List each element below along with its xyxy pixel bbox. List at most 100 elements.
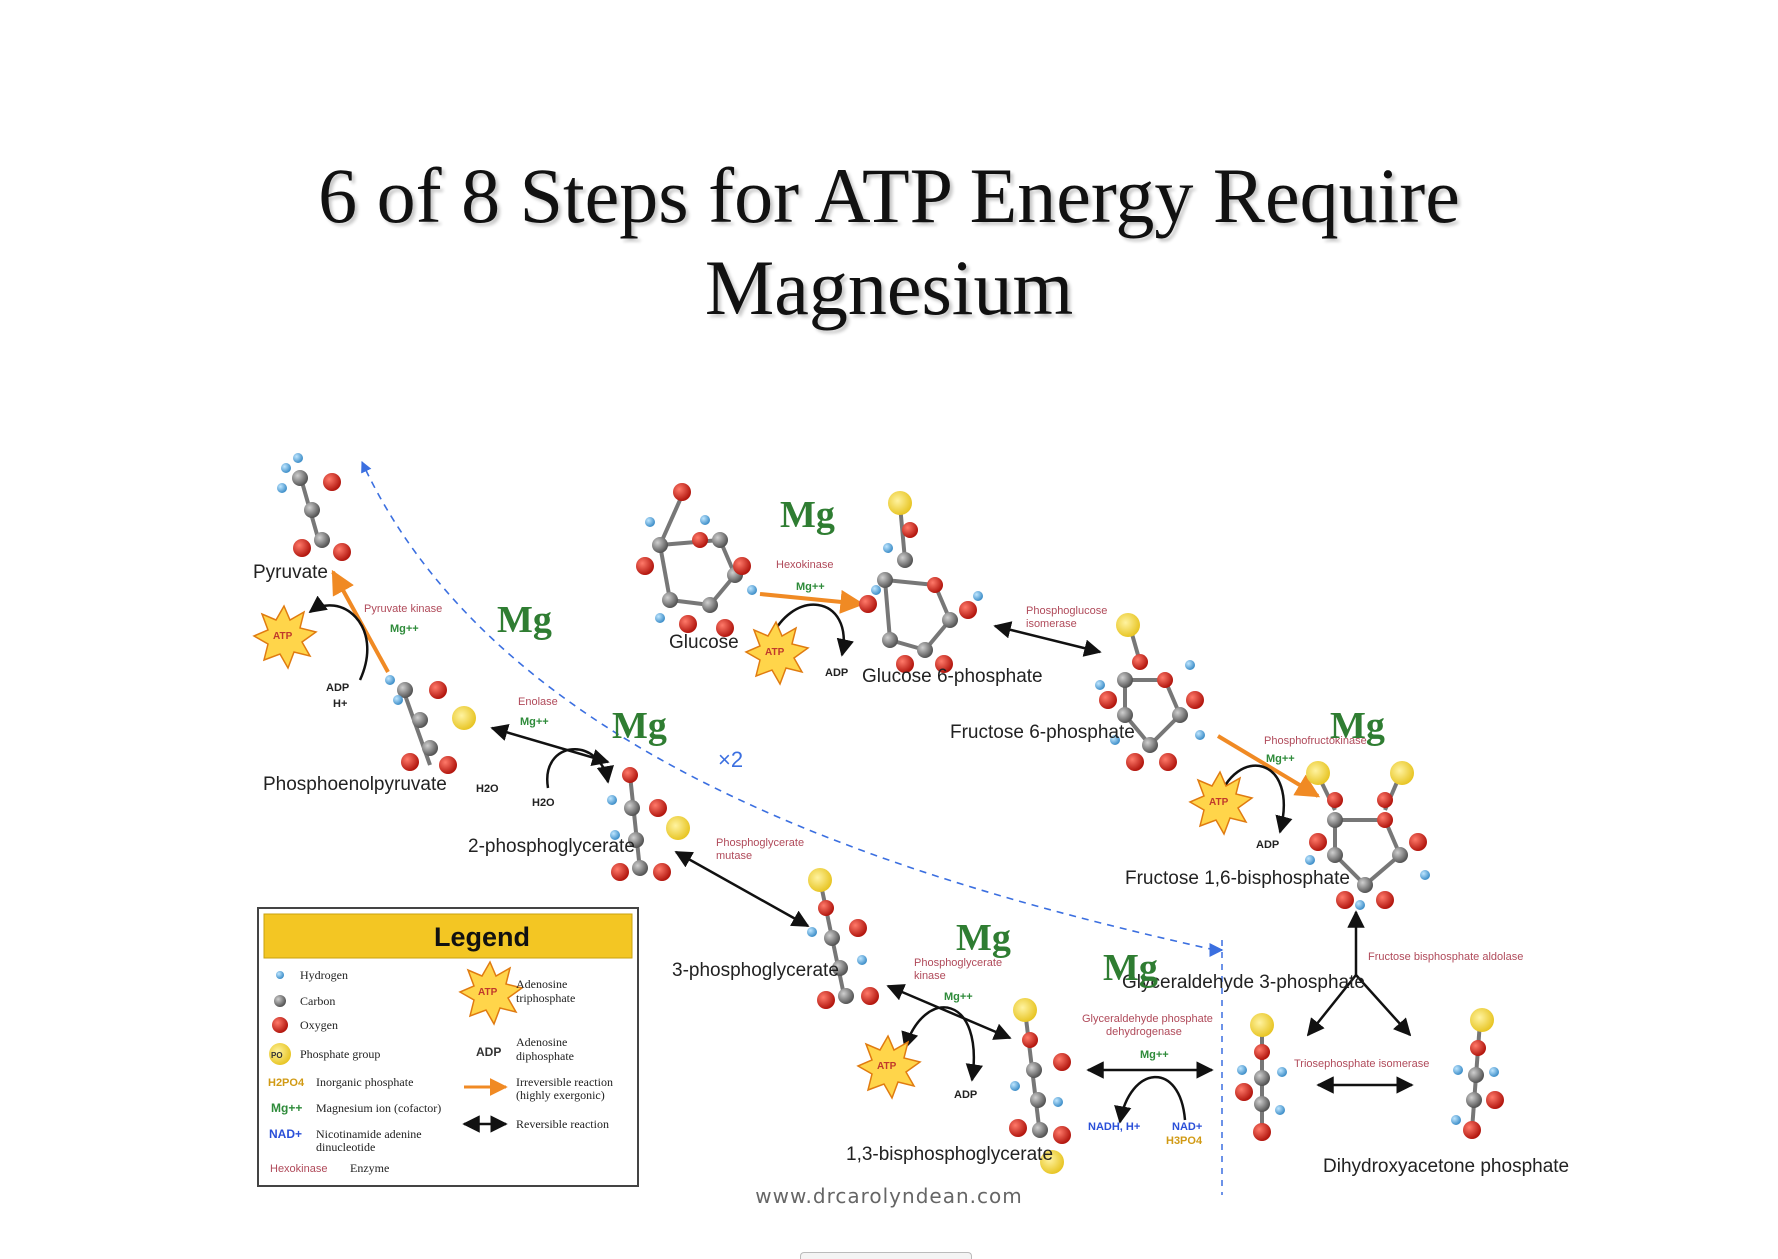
legend-nad-1: Nicotinamide adenine [316, 1127, 422, 1141]
pyruvate-kinase-cofactor-curve [308, 595, 369, 681]
legend-inorganic-code: H2PO4 [268, 1077, 305, 1089]
enzyme-triosephosphate-isomerase: Triosephosphate isomerase [1294, 1058, 1429, 1070]
label-fructose-1-6-bisphosphate: Fructose 1,6-bisphosphate [1125, 868, 1350, 889]
phosphoenolpyruvate-molecule [385, 675, 476, 774]
legend-irreversible-2: (highly exergonic) [516, 1088, 605, 1102]
title-line-2: Magnesium [704, 244, 1074, 331]
enzyme-phosphoglucose-isomerase-1: Phosphoglucose [1026, 605, 1107, 617]
h3po4-label: H3PO4 [1166, 1135, 1203, 1147]
mg-ion-hexokinase: Mg++ [796, 581, 825, 593]
adp-label-1: ADP [825, 667, 848, 679]
slide-title: 6 of 8 Steps for ATP Energy Require Magn… [0, 150, 1778, 334]
phosphoglycerate-kinase-cofactor-curve [901, 1006, 984, 1082]
svg-text:ATP: ATP [1209, 797, 1229, 808]
3-phosphoglycerate-molecule [807, 868, 879, 1009]
h-plus-label: H+ [333, 698, 347, 710]
phosphofructokinase-cofactor-curve [1216, 764, 1293, 834]
svg-text:ATP: ATP [765, 647, 785, 658]
mg-callout-enolase: Mg [612, 705, 667, 747]
label-fructose-6-phosphate: Fructose 6-phosphate [950, 722, 1135, 743]
svg-text:ATP: ATP [273, 631, 293, 642]
legend-mg-code: Mg++ [271, 1101, 302, 1115]
enzyme-phosphoglycerate-kinase-1: Phosphoglycerate [914, 957, 1002, 969]
mg-callout-hexokinase: Mg [780, 494, 835, 536]
watermark: www.drcarolyndean.com [755, 1184, 1023, 1208]
enzyme-phosphoglycerate-mutase-1: Phosphoglycerate [716, 837, 804, 849]
aldolase-arrow-right [1355, 974, 1412, 1037]
legend-irreversible-1: Irreversible reaction [516, 1075, 613, 1089]
enzyme-g3p-dehydrogenase-2: dehydrogenase [1106, 1026, 1182, 1038]
pyruvate-molecule [277, 453, 351, 561]
nad-label: NAD+ [1172, 1121, 1202, 1133]
legend-mg: Magnesium ion (cofactor) [316, 1101, 441, 1115]
h2o-label-2: H2O [532, 797, 555, 809]
enzyme-hexokinase: Hexokinase [776, 559, 833, 571]
enzyme-phosphoglycerate-mutase-2: mutase [716, 850, 752, 862]
mg-callout-phosphoglycerate-kinase: Mg [956, 917, 1011, 959]
mg-ion-phosphofructokinase: Mg++ [1266, 753, 1295, 765]
g3p-dehydrogenase-cofactor-curve [1114, 1075, 1187, 1124]
glucose-molecule [636, 483, 757, 637]
atp-starburst-3: ATP [856, 1034, 922, 1100]
legend-phosphate: Phosphate group [300, 1047, 380, 1061]
fructose-6-phosphate-molecule [1095, 613, 1205, 771]
enzyme-phosphoglycerate-kinase-2: kinase [914, 970, 946, 982]
1-3-bisphosphoglycerate-molecule [1009, 998, 1071, 1174]
enzyme-pyruvate-kinase: Pyruvate kinase [364, 603, 442, 615]
hexokinase-arrow [759, 589, 865, 614]
aldolase-arrow-left [1306, 974, 1357, 1037]
legend-nad-code: NAD+ [269, 1127, 302, 1141]
legend-phosphate-code: PO [271, 1051, 283, 1060]
legend-inorganic: Inorganic phosphate [316, 1075, 413, 1089]
mg-ion-phosphoglycerate-kinase: Mg++ [944, 991, 973, 1003]
atp-starburst-2: ATP [1188, 770, 1254, 836]
phosphoglucose-isomerase-arrow [993, 621, 1102, 657]
legend: Legend Hydrogen Carbon Oxygen PO Phospha… [257, 907, 639, 1187]
legend-hydrogen: Hydrogen [300, 968, 348, 982]
svg-text:ATP: ATP [877, 1061, 897, 1072]
adp-label-4: ADP [326, 682, 349, 694]
enolase-arrow [490, 724, 610, 766]
mg-callout-phosphofructokinase: Mg [1330, 705, 1385, 747]
legend-oxygen: Oxygen [300, 1018, 338, 1032]
glucose-6-phosphate-molecule [859, 491, 983, 673]
legend-adp-code: ADP [476, 1045, 501, 1059]
nadh-label: NADH, H+ [1088, 1121, 1140, 1133]
legend-atp-icon [458, 960, 524, 1026]
label-1-3-bisphosphoglycerate: 1,3-bisphosphoglycerate [846, 1144, 1053, 1165]
phosphoglycerate-mutase-arrow [674, 850, 810, 928]
enzyme-phosphofructokinase: Phosphofructokinase [1264, 735, 1367, 747]
dihydroxyacetone-phosphate-molecule [1451, 1008, 1504, 1139]
label-glucose: Glucose [669, 632, 739, 653]
legend-atp-1: Adenosine [516, 977, 567, 991]
legend-nad-2: dinucleotide [316, 1140, 375, 1154]
glyceraldehyde-3-phosphate-molecule [1235, 1013, 1287, 1141]
label-glucose-6-phosphate: Glucose 6-phosphate [862, 666, 1043, 687]
label-phosphoenolpyruvate: Phosphoenolpyruvate [263, 774, 447, 795]
phosphofructokinase-arrow [1216, 734, 1321, 798]
enzyme-enolase: Enolase [518, 696, 558, 708]
h2o-label-1: H2O [476, 783, 499, 795]
enzyme-g3p-dehydrogenase-1: Glyceraldehyde phosphate [1082, 1013, 1213, 1025]
label-3-phosphoglycerate: 3-phosphoglycerate [672, 960, 839, 981]
title-line-1: 6 of 8 Steps for ATP Energy Require [318, 152, 1460, 239]
atp-starburst-1: ATP [744, 620, 810, 686]
multiplier-label: ×2 [718, 747, 743, 772]
atp-starburst-4: ATP [252, 604, 318, 670]
phosphoglycerate-kinase-arrow [886, 984, 1012, 1040]
mg-ion-g3p-dehydrogenase: Mg++ [1140, 1049, 1169, 1061]
legend-title: Legend [434, 922, 530, 952]
enzyme-phosphoglucose-isomerase-2: isomerase [1026, 618, 1077, 630]
legend-enzyme: Enzyme [350, 1161, 389, 1175]
label-dihydroxyacetone-phosphate: Dihydroxyacetone phosphate [1323, 1156, 1569, 1177]
2-phosphoglycerate-molecule [607, 767, 690, 881]
legend-carbon: Carbon [300, 994, 335, 1008]
legend-adp-1: Adenosine [516, 1035, 567, 1049]
dashed-x2-arc [361, 460, 1216, 951]
legend-atp-code: ATP [478, 987, 498, 998]
legend-enzyme-code: Hexokinase [270, 1163, 327, 1175]
label-2-phosphoglycerate: 2-phosphoglycerate [468, 836, 635, 857]
fructose-1-6-bisphosphate-molecule [1305, 761, 1430, 910]
legend-atp-2: triphosphate [516, 991, 575, 1005]
mg-ion-enolase: Mg++ [520, 716, 549, 728]
